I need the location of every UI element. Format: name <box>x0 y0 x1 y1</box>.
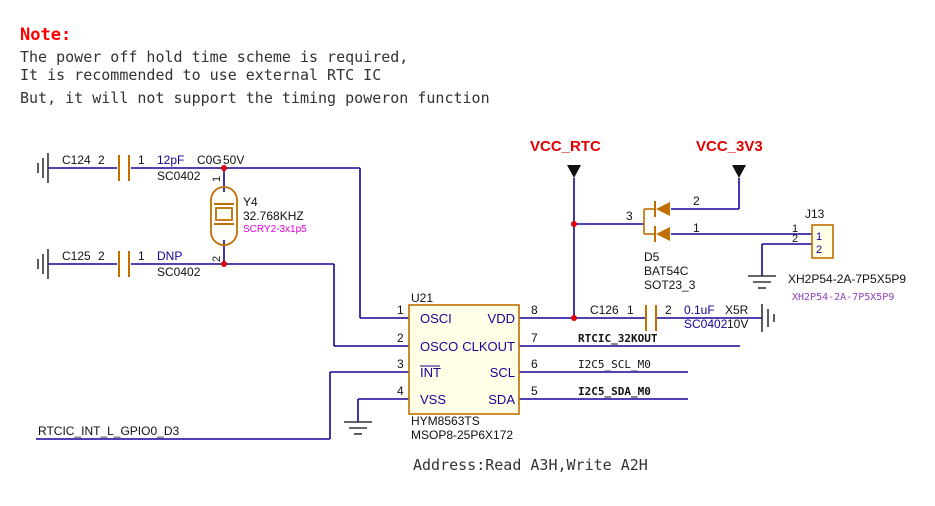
address-note: Address:Read A3H,Write A2H <box>413 456 648 474</box>
diode-d5 <box>643 201 670 242</box>
u21-ref: U21 <box>411 291 433 305</box>
c124-pin2: 2 <box>98 153 105 167</box>
vcc-3v3-arrow-icon <box>732 165 746 178</box>
j13-part: XH2P54-2A-7P5X5P9 <box>788 272 906 286</box>
u21-pin1-name: OSCI <box>420 311 452 326</box>
c124-dielectric: C0G <box>197 153 222 167</box>
d5-pin2: 2 <box>693 194 700 208</box>
net-clkout: RTCIC_32KOUT <box>578 332 658 345</box>
c126-dielectric: X5R <box>725 303 749 317</box>
u21-pin3-num: 3 <box>397 357 404 371</box>
wires <box>36 167 812 440</box>
c124-ref: C124 <box>62 153 91 167</box>
c125-value: DNP <box>157 249 182 263</box>
u21-package: MSOP8-25P6X172 <box>411 428 513 442</box>
u21-pin7-name: CLKOUT <box>462 339 515 354</box>
ground-icon <box>344 421 372 435</box>
j13-pin1-inner: 1 <box>816 231 822 243</box>
junctions <box>221 165 577 321</box>
ground-icon <box>37 249 49 279</box>
c125-pin1: 1 <box>138 249 145 263</box>
d5-part: BAT54C <box>644 264 689 278</box>
c126-package: SC0402 <box>684 317 728 331</box>
c124-pin1: 1 <box>138 153 145 167</box>
d5-pin1: 1 <box>693 221 700 235</box>
ground-icon <box>761 304 775 332</box>
u21-pin5-name: SDA <box>488 392 515 407</box>
ic-u21-body <box>408 304 520 415</box>
d5-package: SOT23_3 <box>644 278 696 292</box>
j13-pin2: 2 <box>792 233 798 245</box>
connector-j13-body <box>811 224 834 259</box>
vcc-rtc-label: VCC_RTC <box>530 138 601 155</box>
note-line-1: The power off hold time scheme is requir… <box>20 48 408 66</box>
c126-value: 0.1uF <box>684 303 715 317</box>
ground-icon <box>748 275 776 289</box>
u21-pin8-name: VDD <box>488 311 515 326</box>
u21-pin7-num: 7 <box>531 331 538 345</box>
j13-ref: J13 <box>805 207 825 221</box>
u21-pin5-num: 5 <box>531 384 538 398</box>
u21-pin1-num: 1 <box>397 303 404 317</box>
vcc-3v3-label: VCC_3V3 <box>696 138 763 155</box>
note-title: Note: <box>20 25 71 45</box>
u21-pin4-name: VSS <box>420 392 446 407</box>
u21-pin6-num: 6 <box>531 357 538 371</box>
j13-pin2-inner: 2 <box>816 244 822 256</box>
y4-footprint: SCRY2-3x1p5 <box>243 224 307 235</box>
note-line-3: But, it will not support the timing powe… <box>20 89 490 107</box>
u21-pin6-name: SCL <box>490 365 515 380</box>
vcc-rtc-arrow-icon <box>567 165 581 178</box>
u21-pin2-num: 2 <box>397 331 404 345</box>
c126-pin2: 2 <box>665 303 672 317</box>
y4-freq: 32.768KHZ <box>243 209 304 223</box>
c126-pin1: 1 <box>627 303 634 317</box>
d5-pin3: 3 <box>626 209 633 223</box>
u21-pin4-num: 4 <box>397 384 404 398</box>
net-sda: I2C5_SDA_M0 <box>578 385 651 398</box>
net-int: RTCIC_INT_L_GPIO0_D3 <box>38 424 179 438</box>
c124-voltage: 50V <box>223 153 244 167</box>
u21-part: HYM8563TS <box>411 414 480 428</box>
j13-footprint: XH2P54-2A-7P5X5P9 <box>792 292 894 303</box>
ground-icon <box>37 153 49 183</box>
c124-value: 12pF <box>157 153 184 167</box>
capacitor-plates <box>118 155 657 331</box>
y4-pin1: 1 <box>211 176 223 182</box>
j13-pin1: 1 <box>792 223 798 235</box>
u21-pin8-num: 8 <box>531 303 538 317</box>
c125-ref: C125 <box>62 249 91 263</box>
c124-package: SC0402 <box>157 169 201 183</box>
ground-symbols <box>37 153 776 435</box>
y4-pin2: 2 <box>211 256 223 262</box>
crystal-y4 <box>210 186 238 246</box>
u21-pin3-name: INT <box>420 365 441 380</box>
c125-package: SC0402 <box>157 265 201 279</box>
u21-pin2-name: OSCO <box>420 339 458 354</box>
d5-ref: D5 <box>644 250 660 264</box>
c125-pin2: 2 <box>98 249 105 263</box>
y4-ref: Y4 <box>243 195 258 209</box>
c126-voltage: 10V <box>727 317 748 331</box>
c126-ref: C126 <box>590 303 619 317</box>
note-line-2: It is recommended to use external RTC IC <box>20 66 381 84</box>
net-scl: I2C5_SCL_M0 <box>578 358 651 371</box>
